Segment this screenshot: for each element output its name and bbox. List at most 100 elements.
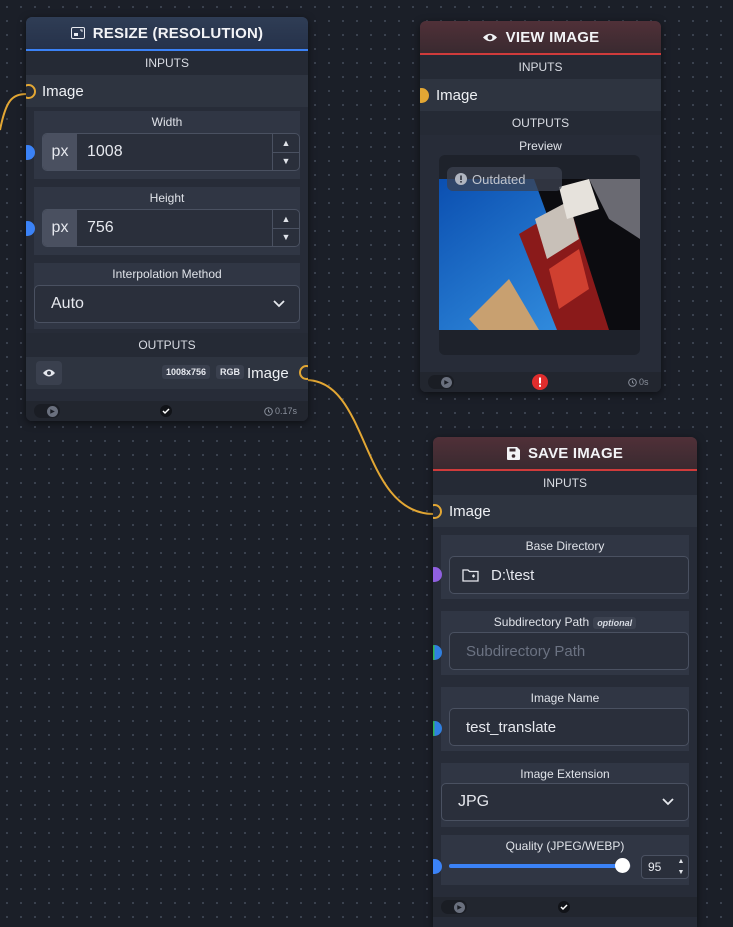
width-input-handle[interactable]: [26, 145, 35, 160]
folder-icon: [462, 569, 479, 582]
image-extension-field: Image Extension JPG: [441, 763, 689, 827]
resize-outputs-label: OUTPUTS: [26, 333, 308, 357]
height-input-handle[interactable]: [26, 221, 35, 236]
info-icon: [455, 173, 467, 185]
eye-icon: [43, 369, 55, 377]
save-image-input-handle[interactable]: [433, 504, 442, 519]
view-inputs-label: INPUTS: [420, 55, 661, 79]
image-extension-select[interactable]: JPG: [441, 783, 689, 821]
view-timer: 0s: [628, 377, 649, 387]
base-directory-field: Base Directory D:\test: [433, 535, 689, 599]
quality-stepper[interactable]: ▲ ▼: [674, 856, 688, 878]
width-decrement-icon[interactable]: ▼: [281, 156, 291, 167]
subdirectory-handle[interactable]: [433, 645, 442, 660]
play-icon: ▶: [47, 405, 58, 417]
quality-decrement-icon[interactable]: ▼: [677, 869, 685, 876]
quality-label: Quality (JPEG/WEBP): [505, 839, 625, 853]
interpolation-label: Interpolation Method: [112, 267, 222, 281]
resize-image-input-handle[interactable]: [26, 84, 36, 99]
height-stepper[interactable]: ▲ ▼: [272, 210, 299, 246]
resize-timer: 0.17s: [264, 406, 297, 416]
image-name-handle[interactable]: [433, 721, 442, 736]
preview-frame: Outdated: [439, 155, 640, 355]
quality-slider-track[interactable]: [449, 858, 631, 873]
floppy-disk-icon: [506, 446, 520, 460]
preview-field: Preview Outdated: [420, 135, 661, 385]
resize-inputs-label: INPUTS: [26, 51, 308, 75]
view-outputs-label: OUTPUTS: [420, 111, 661, 135]
interpolation-field: Interpolation Method Auto: [34, 263, 300, 329]
view-image-input-row: Image: [420, 79, 661, 111]
view-run-toggle[interactable]: ▶: [428, 375, 454, 389]
base-directory-input[interactable]: D:\test: [449, 556, 689, 594]
base-directory-label: Base Directory: [525, 539, 605, 553]
resize-image-output-label: Image: [247, 365, 289, 382]
quality-increment-icon[interactable]: ▲: [677, 858, 685, 865]
eye-icon: [482, 33, 497, 41]
width-label: Width: [151, 115, 183, 129]
height-decrement-icon[interactable]: ▼: [281, 232, 291, 243]
save-node-header[interactable]: SAVE IMAGE: [433, 437, 697, 471]
subdirectory-input[interactable]: Subdirectory Path: [449, 632, 689, 670]
save-image-node[interactable]: SAVE IMAGE INPUTS Image Base Directory D…: [433, 437, 697, 927]
width-input[interactable]: px 1008 ▲ ▼: [42, 133, 300, 171]
height-label: Height: [149, 191, 185, 205]
width-value[interactable]: 1008: [87, 143, 123, 160]
quality-value[interactable]: 95: [648, 860, 662, 874]
wire-resize-to-save: [305, 379, 435, 515]
quality-slider-fill: [449, 864, 622, 868]
resize-image-output-row: 1008x756 RGB Image: [26, 357, 308, 389]
view-output-button[interactable]: [36, 361, 62, 385]
view-image-input-label: Image: [436, 87, 478, 104]
quality-handle[interactable]: [433, 859, 442, 874]
view-node-footer: ▶ 0s: [420, 372, 661, 392]
save-image-input-row: Image: [433, 495, 697, 527]
resize-node-header[interactable]: RESIZE (RESOLUTION): [26, 17, 308, 51]
image-name-label: Image Name: [530, 691, 600, 705]
height-value[interactable]: 756: [87, 219, 114, 236]
resize-run-toggle[interactable]: ▶: [34, 404, 60, 418]
quality-slider-thumb[interactable]: [614, 858, 630, 873]
height-input[interactable]: px 756 ▲ ▼: [42, 209, 300, 247]
image-extension-value: JPG: [458, 793, 490, 810]
subdirectory-placeholder: Subdirectory Path: [466, 642, 586, 660]
view-node-title: VIEW IMAGE: [505, 28, 600, 46]
play-icon: ▶: [441, 376, 452, 388]
width-increment-icon[interactable]: ▲: [273, 134, 299, 153]
chevron-down-icon: [662, 798, 674, 806]
image-resize-icon: [70, 27, 85, 39]
optional-badge: optional: [593, 617, 637, 629]
resize-node-title: RESIZE (RESOLUTION): [92, 24, 264, 42]
base-directory-handle[interactable]: [433, 567, 442, 582]
output-size-badge: 1008x756: [162, 365, 211, 379]
resize-node-footer: ▶ 0.17s: [26, 401, 308, 421]
image-extension-label: Image Extension: [520, 767, 610, 781]
save-node-title: SAVE IMAGE: [527, 444, 624, 462]
width-unit: px: [43, 134, 77, 170]
quality-number-input[interactable]: 95 ▲ ▼: [641, 855, 689, 879]
preview-label: Preview: [519, 139, 562, 153]
check-icon: [160, 405, 172, 417]
base-directory-value: D:\test: [491, 566, 535, 584]
quality-field: Quality (JPEG/WEBP) 95 ▲ ▼: [433, 835, 689, 885]
view-image-node[interactable]: VIEW IMAGE INPUTS Image OUTPUTS Preview: [420, 21, 661, 392]
output-mode-badge: RGB: [216, 365, 245, 379]
resize-image-output-handle[interactable]: [299, 365, 308, 380]
height-unit: px: [43, 210, 77, 246]
wire-incoming-resize: [0, 93, 28, 131]
width-stepper[interactable]: ▲ ▼: [272, 134, 299, 170]
view-image-input-handle[interactable]: [420, 88, 429, 103]
interpolation-value: Auto: [51, 295, 84, 312]
view-node-header[interactable]: VIEW IMAGE: [420, 21, 661, 55]
save-node-footer: ▶: [433, 897, 697, 917]
image-name-input[interactable]: test_translate: [449, 708, 689, 746]
interpolation-select[interactable]: Auto: [34, 285, 300, 323]
save-run-toggle[interactable]: ▶: [441, 900, 467, 914]
image-name-field: Image Name test_translate: [433, 687, 689, 751]
chevron-down-icon: [273, 300, 285, 308]
image-name-value: test_translate: [466, 718, 557, 736]
resize-node[interactable]: RESIZE (RESOLUTION) INPUTS Image Width p…: [26, 17, 308, 421]
height-increment-icon[interactable]: ▲: [273, 210, 299, 229]
